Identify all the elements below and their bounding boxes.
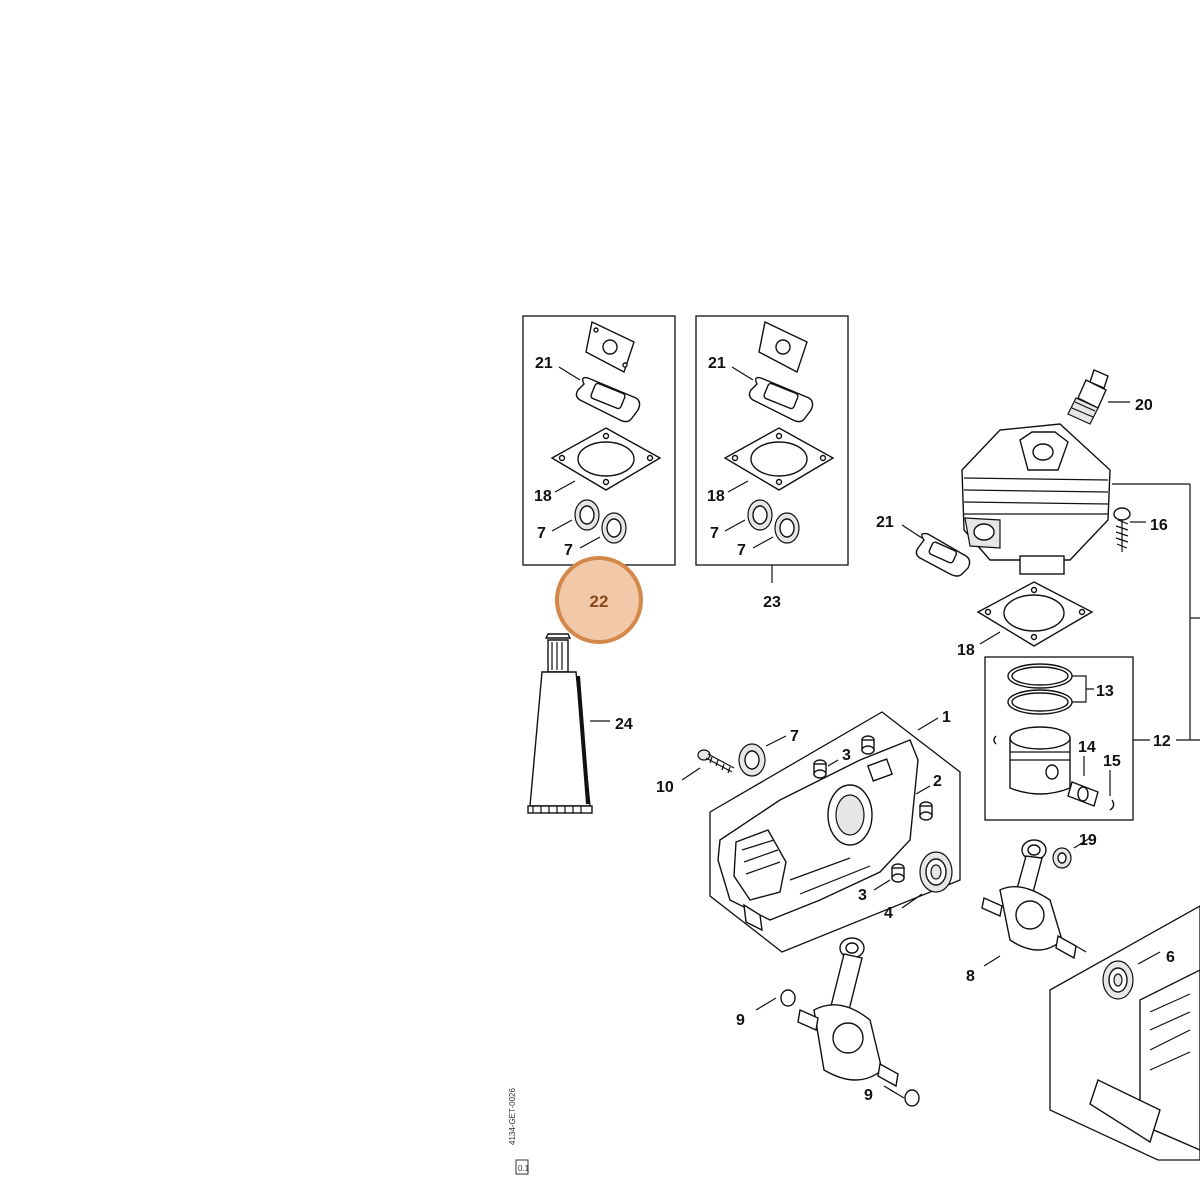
intake-gasket-icon xyxy=(575,376,641,423)
callout-22: 22 xyxy=(590,592,609,611)
callout-19: 19 xyxy=(1079,832,1097,849)
callout-15: 15 xyxy=(1103,753,1121,770)
cylinder-icon xyxy=(961,423,1111,575)
callout-7: 7 xyxy=(737,542,746,559)
callout-7: 7 xyxy=(790,728,799,745)
stud-icon xyxy=(1113,507,1131,552)
callout-6: 6 xyxy=(1166,949,1175,966)
callout-21: 21 xyxy=(708,355,726,372)
crankcase-icon xyxy=(1089,969,1200,1151)
intake-gasket-icon xyxy=(915,532,971,577)
callout-14: 14 xyxy=(1078,739,1096,756)
crankcase-box xyxy=(709,711,961,953)
callout-3: 3 xyxy=(842,747,851,764)
callout-21: 21 xyxy=(876,514,894,531)
ball-bearing-icon xyxy=(919,851,953,893)
part-22-hotspot[interactable]: 22 xyxy=(555,556,643,644)
callout-12: 12 xyxy=(1153,733,1171,750)
crankshaft-icon xyxy=(797,937,899,1088)
screw-icon xyxy=(697,749,735,774)
part-23-hotspot[interactable]: 23 xyxy=(763,565,781,611)
highlight-circle xyxy=(555,556,643,644)
callout-7: 7 xyxy=(710,525,719,542)
drawing-code: 4134-GET-0026 0.1 xyxy=(508,1088,530,1175)
callout-8: 8 xyxy=(966,968,975,985)
crankshaft-icon xyxy=(981,839,1087,960)
piston-kit-box xyxy=(984,656,1134,821)
gasket-kit-22-box: 21 18 7 7 xyxy=(522,315,676,566)
callout-16: 16 xyxy=(1150,517,1168,534)
crankcase-box-2 xyxy=(1049,905,1200,1161)
callout-7: 7 xyxy=(564,542,573,559)
ball-bearing-icon xyxy=(1102,960,1134,1000)
callout-13: 13 xyxy=(1096,683,1114,700)
gasket-kit-23-box: 21 18 7 7 xyxy=(695,315,849,566)
callout-18: 18 xyxy=(534,488,552,505)
callout-9: 9 xyxy=(736,1012,745,1029)
circlip-icon xyxy=(780,989,920,1107)
callout-9: 9 xyxy=(864,1087,873,1104)
svg-text:0.1: 0.1 xyxy=(518,1164,530,1173)
spark-plug-icon xyxy=(1067,369,1109,425)
callout-7: 7 xyxy=(537,525,546,542)
callout-1: 1 xyxy=(942,709,951,726)
cylinder-gasket-icon xyxy=(976,581,1094,647)
callout-23: 23 xyxy=(763,594,781,611)
callout-20: 20 xyxy=(1135,397,1153,414)
callout-24: 24 xyxy=(615,716,633,733)
callout-18: 18 xyxy=(707,488,725,505)
callout-3: 3 xyxy=(858,887,867,904)
dowel-pin-icon xyxy=(813,735,933,883)
callout-21: 21 xyxy=(535,355,553,372)
svg-text:4134-GET-0026: 4134-GET-0026 xyxy=(508,1088,517,1145)
callout-4: 4 xyxy=(884,905,893,922)
callout-2: 2 xyxy=(933,773,942,790)
needle-bearing-icon xyxy=(1052,847,1072,869)
oil-seal-icon xyxy=(738,743,766,777)
cylinder-gasket-icon xyxy=(550,427,662,491)
callout-10: 10 xyxy=(656,779,674,796)
grease-tube-icon xyxy=(527,633,593,814)
crankcase-icon xyxy=(717,739,919,932)
callout-18: 18 xyxy=(957,642,975,659)
flange-gasket-icon xyxy=(585,320,635,374)
oil-seal-icon xyxy=(574,499,627,544)
